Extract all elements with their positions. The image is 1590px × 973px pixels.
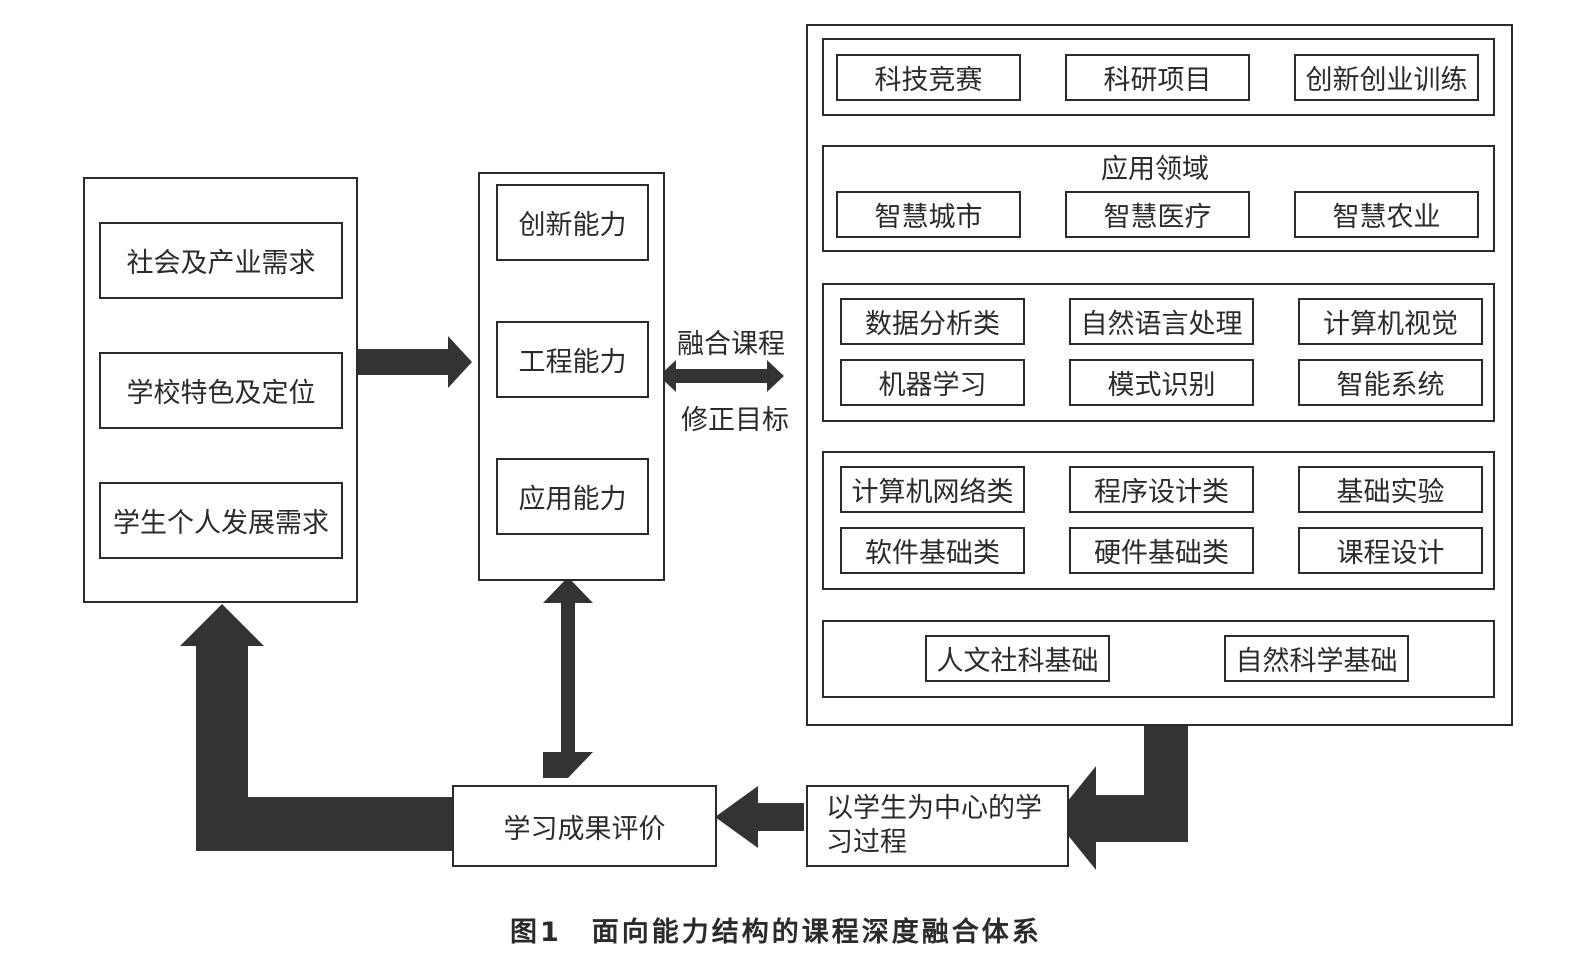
arrow-needs-to-abilities bbox=[354, 336, 472, 388]
learning-outcome-evaluation: 学习成果评价 bbox=[452, 785, 717, 867]
practice-innovation-training: 创新创业训练 bbox=[1294, 54, 1479, 101]
practice-research-project: 科研项目 bbox=[1065, 54, 1250, 101]
arrow-curriculum-to-process bbox=[1054, 723, 1188, 870]
course-nlp: 自然语言处理 bbox=[1069, 298, 1254, 345]
needs-item-society-industry: 社会及产业需求 bbox=[99, 222, 343, 299]
course-natural-sciences: 自然科学基础 bbox=[1224, 635, 1409, 682]
ability-engineering: 工程能力 bbox=[496, 321, 649, 398]
needs-item-student-development: 学生个人发展需求 bbox=[99, 482, 343, 559]
course-computer-vision: 计算机视觉 bbox=[1298, 298, 1483, 345]
ability-innovation: 创新能力 bbox=[496, 184, 649, 261]
arrow-abilities-curriculum bbox=[659, 360, 784, 392]
course-computer-networks: 计算机网络类 bbox=[840, 466, 1025, 513]
course-machine-learning: 机器学习 bbox=[840, 359, 1025, 406]
needs-item-school-positioning: 学校特色及定位 bbox=[99, 352, 343, 429]
course-humanities-social-sciences: 人文社科基础 bbox=[925, 635, 1110, 682]
course-intelligent-systems: 智能系统 bbox=[1298, 359, 1483, 406]
course-programming: 程序设计类 bbox=[1069, 466, 1254, 513]
student-centered-process: 以学生为中心的学习过程 bbox=[806, 785, 1069, 867]
link-label-revise-goals: 修正目标 bbox=[681, 405, 789, 436]
arrow-abilities-evaluation bbox=[543, 577, 593, 778]
domain-smart-agriculture: 智慧农业 bbox=[1294, 191, 1479, 238]
link-label-fused-courses: 融合课程 bbox=[677, 329, 785, 360]
arrow-process-to-evaluation bbox=[715, 786, 804, 848]
course-software-fundamentals: 软件基础类 bbox=[840, 527, 1025, 574]
practice-tech-competition: 科技竞赛 bbox=[836, 54, 1021, 101]
course-data-analysis: 数据分析类 bbox=[840, 298, 1025, 345]
application-domain-title: 应用领域 bbox=[1101, 154, 1209, 185]
course-hardware-fundamentals: 硬件基础类 bbox=[1069, 527, 1254, 574]
domain-smart-city: 智慧城市 bbox=[836, 191, 1021, 238]
arrow-feedback-to-needs bbox=[180, 604, 452, 851]
domain-smart-healthcare: 智慧医疗 bbox=[1065, 191, 1250, 238]
figure-caption: 图1 面向能力结构的课程深度融合体系 bbox=[510, 917, 1042, 948]
student-centered-process-label: 以学生为中心的学习过程 bbox=[826, 793, 1042, 858]
course-basic-experiments: 基础实验 bbox=[1298, 466, 1483, 513]
course-course-design: 课程设计 bbox=[1298, 527, 1483, 574]
course-pattern-recognition: 模式识别 bbox=[1069, 359, 1254, 406]
ability-application: 应用能力 bbox=[496, 458, 649, 535]
